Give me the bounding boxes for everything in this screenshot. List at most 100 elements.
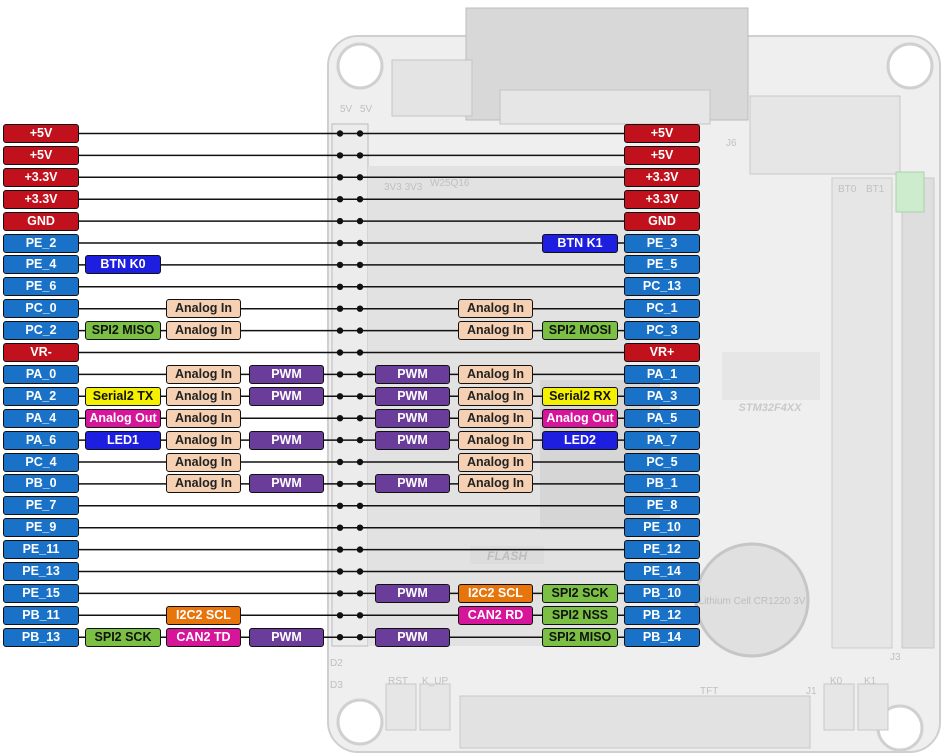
right-pin-label: PC_1 [624,299,700,319]
right-pin-label: PC_13 [624,277,700,297]
right-pin-label: PA_1 [624,364,700,384]
svg-text:FLASH: FLASH [487,549,527,563]
left-pwm-label: PWM [249,430,324,450]
header-pin-dot [356,239,364,247]
left-pwm-label: PWM [249,364,324,384]
left-analog-label: Analog In [166,452,241,472]
right-pin-label: PE_8 [624,496,700,516]
right-pin-label: PE_3 [624,233,700,253]
right-pin-label: PB_12 [624,605,700,625]
left-pwm-label: PWM [249,627,324,647]
left-pin-label: PE_11 [3,540,79,560]
right-pwm-label: PWM [375,386,450,406]
right-spi-label: SPI2 SCK [542,583,618,603]
silk-5v-right: 5V [360,104,373,115]
left-pin-label: PA_0 [3,364,79,384]
right-pin-label: PC_3 [624,321,700,341]
right-pin-label: PC_5 [624,452,700,472]
silk-rst: RST [388,676,408,687]
header-pin-dot [336,217,344,225]
header-pin-dot [336,152,344,159]
right-pin-label: PE_14 [624,562,700,581]
right-pin-label: PE_10 [624,518,700,538]
mount-hole-top-left [336,42,384,90]
header-pin-dot [336,415,344,422]
left-pin-label: PA_4 [3,408,79,428]
right-spi-label: SPI2 MOSI [542,321,618,341]
left-pin-label: PB_0 [3,474,79,494]
right-pin-label: +3.3V [624,167,700,187]
left-pin-label: PA_2 [3,386,79,406]
header-pin-dot [336,130,344,137]
usb-port [391,59,473,117]
right-led-label: LED2 [542,430,618,450]
right-header-j3 [901,177,935,649]
left-pin-label: PE_2 [3,233,79,253]
right-analog-label: Analog In [458,364,533,384]
center-header [331,123,369,647]
right-pwm-label: PWM [375,583,450,603]
left-pin-label: PE_6 [3,277,79,297]
right-pin-label: +3.3V [624,189,700,209]
header-pin-dot [356,261,364,269]
left-pin-label: PE_15 [3,583,79,603]
right-analog-label: Analog In [458,321,533,341]
left-pin-label: PB_13 [3,627,79,647]
header-pin-dot [356,502,364,509]
silk-3v3: 3V3 3V3 [384,182,423,193]
header-pin-dot [356,480,364,488]
left-pin-label: PE_9 [3,518,79,538]
right-spi-label: SPI2 MISO [542,627,618,647]
header-pin-dot [356,371,364,378]
right-pin-label: GND [624,211,700,231]
header-pin-dot [336,568,344,575]
header-pin-dot [336,436,344,444]
left-pin-label: PB_11 [3,605,79,625]
mount-hole-bottom-left [336,698,384,746]
right-pwm-label: PWM [375,364,450,384]
header-pin-dot [356,524,364,531]
header-pin-dot [336,546,344,553]
right-aout-label: Analog Out [542,408,618,428]
header-pin-dot [356,327,364,334]
header-pin-dot [336,349,344,356]
right-btn-label: BTN K1 [542,233,618,253]
silk-d2: D2 [330,658,343,669]
left-pin-label: +5V [3,145,79,165]
left-spi-label: SPI2 MISO [85,321,161,341]
left-pin-label: PE_4 [3,255,79,275]
header-pin-dot [356,283,364,290]
silk-k0: K0 [830,676,843,687]
right-pin-label: PA_3 [624,386,700,406]
left-serial-label: Serial2 TX [85,386,161,406]
header-pin-dot [336,305,344,312]
header-pin-dot [356,590,364,597]
header-pin-dot [336,458,344,466]
right-analog-label: Analog In [458,452,533,472]
left-analog-label: Analog In [166,430,241,450]
right-pin-label: +5V [624,124,700,143]
right-pin-label: PB_1 [624,474,700,494]
right-analog-label: Analog In [458,430,533,450]
left-analog-label: Analog In [166,364,241,384]
header-pin-dot [336,634,344,641]
left-led-label: LED1 [85,430,161,450]
silk-j1: J1 [806,686,817,697]
left-can-label: CAN2 TD [166,627,241,647]
header-pin-dot [356,612,364,619]
left-analog-label: Analog In [166,408,241,428]
left-pin-label: PC_0 [3,299,79,319]
header-pin-dot [336,261,344,269]
right-pin-label: VR+ [624,343,700,362]
left-spi-label: SPI2 SCK [85,627,161,647]
header-pin-dot [356,458,364,466]
right-analog-label: Analog In [458,408,533,428]
right-analog-label: Analog In [458,386,533,406]
header-pin-dot [356,174,364,181]
k1-switch [857,683,889,731]
silk-kup: K_UP [422,676,448,687]
left-pin-label: VR- [3,343,79,362]
header-pin-dot [356,415,364,422]
header-pin-dot [336,196,344,203]
header-pin-dot [336,502,344,509]
